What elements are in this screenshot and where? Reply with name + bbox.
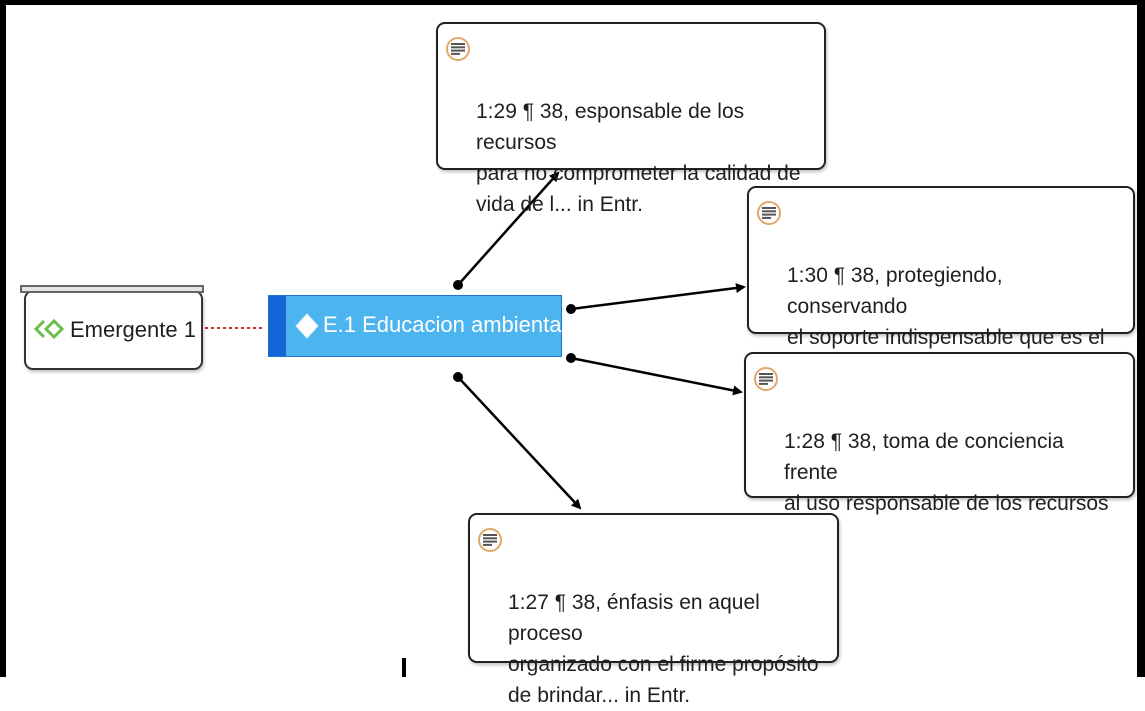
code-node-educacion-ambiental[interactable]: E.1 Educacion ambiental	[268, 295, 566, 357]
code-group-icon	[33, 318, 65, 344]
quotation-icon	[757, 201, 781, 225]
link-anchor-dot	[566, 353, 576, 363]
network-links	[205, 171, 746, 510]
diamond-icon	[295, 313, 319, 344]
frame-border-right	[1137, 0, 1145, 677]
link-anchor-dot	[453, 280, 463, 290]
link-main-to-q127	[457, 376, 582, 510]
quotation-icon	[754, 367, 778, 391]
code-label: E.1 Educacion ambiental	[323, 312, 567, 337]
link-main-to-q130	[570, 283, 746, 311]
quotation-icon	[446, 37, 470, 61]
link-anchor-dot	[453, 372, 463, 382]
quotation-text: 1:27 ¶ 38, énfasis en aquel proceso orga…	[508, 591, 819, 707]
quotation-node-1-30[interactable]: 1:30 ¶ 38, protegiendo, conservando el s…	[747, 186, 1135, 380]
link-anchor-dot	[566, 304, 576, 314]
code-node-emergente-1[interactable]: Emergente 1	[20, 285, 204, 370]
code-label: Emergente 1	[70, 317, 196, 342]
quotation-text: 1:29 ¶ 38, esponsable de los recursos pa…	[476, 100, 801, 216]
quotation-node-1-28[interactable]: 1:28 ¶ 38, toma de conciencia frente al …	[744, 352, 1135, 577]
link-main-to-q129	[457, 171, 560, 286]
code-group-tab	[20, 285, 204, 293]
frame-border-left	[0, 0, 6, 677]
frame-border-top	[0, 0, 1145, 5]
frame-border-stub	[402, 658, 406, 677]
quotation-node-1-27[interactable]: 1:27 ¶ 38, énfasis en aquel proceso orga…	[468, 513, 839, 707]
quotation-icon	[478, 528, 502, 552]
link-main-to-q128	[570, 356, 743, 396]
code-color-stripe	[269, 296, 286, 356]
quotation-node-1-29[interactable]: 1:29 ¶ 38, esponsable de los recursos pa…	[436, 22, 826, 216]
